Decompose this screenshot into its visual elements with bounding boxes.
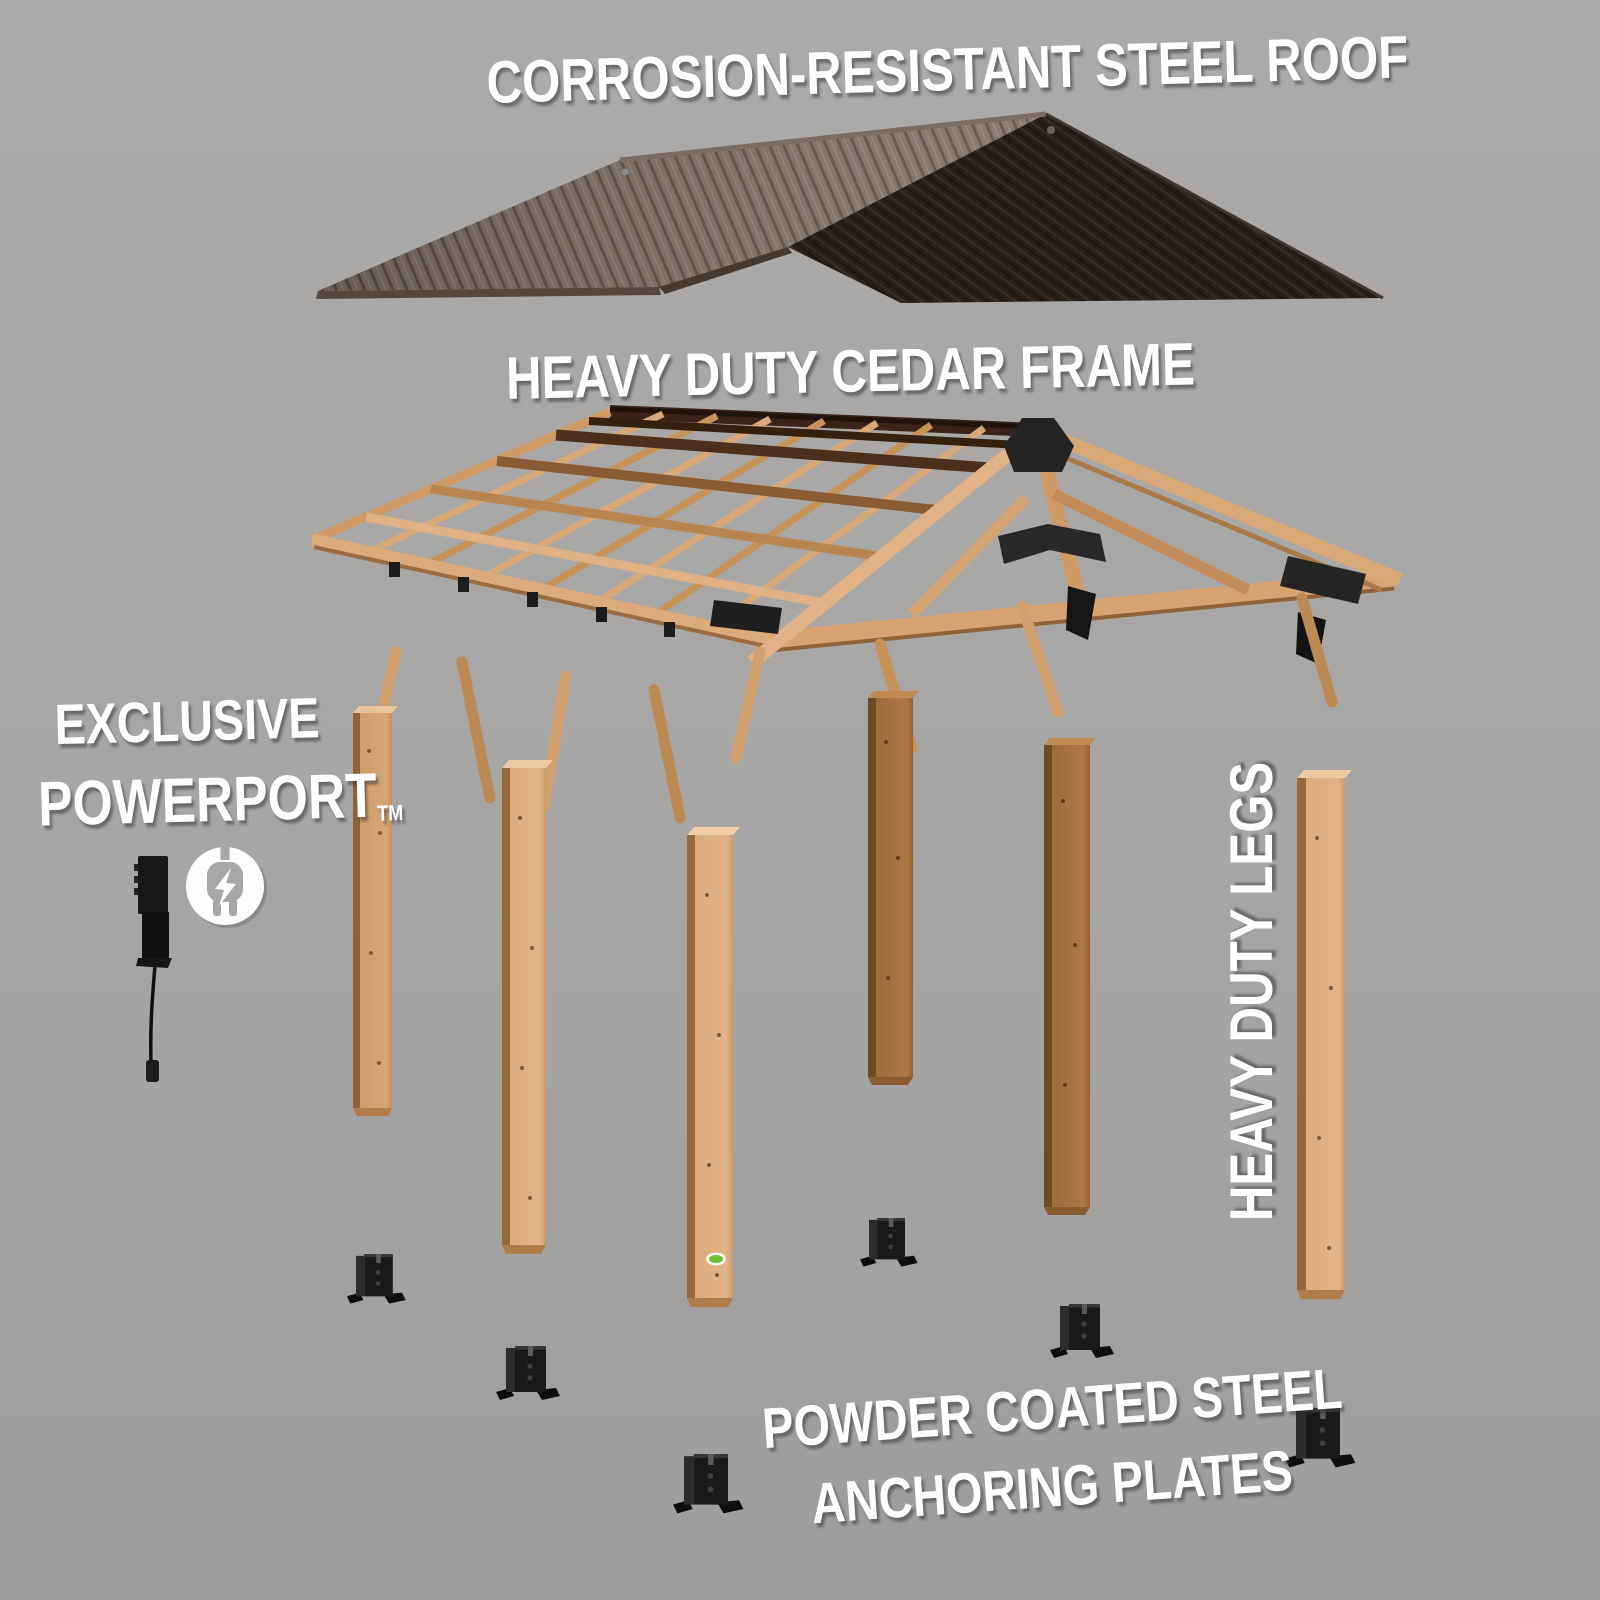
- anchor-plate-4: [1050, 1304, 1114, 1358]
- roof-hole-right: [1047, 126, 1055, 134]
- powerport-label-line1: EXCLUSIVE: [53, 686, 321, 758]
- roof-right-slope: [788, 114, 1383, 303]
- powerport-device: [134, 856, 172, 1082]
- leg-1: [353, 706, 398, 1116]
- roof-eave-fascia: [316, 287, 661, 299]
- legs-label: HEAVY DUTY LEGS: [1218, 761, 1285, 1222]
- powerport-word: POWERPORT: [37, 760, 378, 840]
- powerport-label-line2: POWERPORTTM: [37, 761, 403, 840]
- powerport-icon: [186, 844, 267, 928]
- trademark-symbol: TM: [376, 800, 404, 826]
- frame-eave-clips: [389, 562, 675, 637]
- lightning-bolt-icon: [215, 868, 236, 906]
- leg-6: [1297, 770, 1352, 1299]
- power-plug: [146, 1060, 159, 1082]
- anchor-plate-3: [860, 1218, 918, 1267]
- anchor-plate-6: [673, 1454, 744, 1514]
- frame-gusset-brackets: [710, 418, 1366, 664]
- power-cord: [148, 965, 157, 1063]
- leg-2: [502, 760, 553, 1254]
- frame-eave-beam: [310, 533, 772, 647]
- steel-roof: [316, 111, 1384, 303]
- anchor-plate-2: [496, 1346, 560, 1400]
- roof-hole-left: [621, 168, 629, 176]
- frame-roof-grid: [310, 405, 1039, 649]
- leg-4: [868, 691, 919, 1085]
- frame-label: HEAVY DUTY CEDAR FRAME: [505, 330, 1196, 412]
- leg-5: [1044, 738, 1096, 1215]
- anchor-plate-1: [346, 1254, 406, 1304]
- roof-ridge-cap: [619, 111, 1047, 163]
- cedar-frame: [310, 405, 1403, 824]
- leg-3: [687, 827, 740, 1307]
- heavy-duty-legs: [353, 691, 1352, 1307]
